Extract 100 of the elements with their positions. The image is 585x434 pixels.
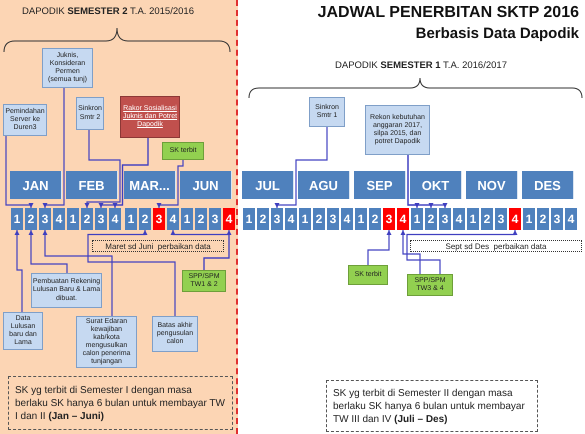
week-cell	[209, 208, 221, 230]
month-band	[10, 171, 62, 199]
week-number: 1	[70, 212, 76, 226]
connector-arrow	[28, 230, 68, 273]
week-cell	[243, 208, 255, 230]
callout-box	[407, 274, 453, 296]
month-name: FEB	[78, 178, 104, 192]
connector-arrow	[156, 160, 184, 208]
callout-box	[162, 142, 204, 160]
week-number: 4	[568, 212, 574, 226]
month-name: MAR...	[129, 178, 170, 192]
month-name: NOV	[477, 178, 506, 192]
week-cell	[139, 208, 151, 230]
week-number: 4	[170, 212, 176, 226]
week-cell	[383, 208, 395, 230]
week-cell	[551, 208, 563, 230]
note-box	[8, 376, 233, 430]
week-number: 3	[42, 212, 48, 226]
week-cell	[397, 208, 409, 230]
week-cell	[81, 208, 93, 230]
week-number: 1	[128, 212, 134, 226]
month-band	[124, 171, 176, 199]
week-number: 3	[442, 212, 448, 226]
connector-arrow	[400, 230, 421, 274]
callout-box	[31, 273, 102, 308]
week-number: 4	[512, 212, 518, 226]
week-cell	[167, 208, 179, 230]
week-cell	[153, 208, 165, 230]
connector-arrow	[5, 136, 34, 208]
week-cell	[425, 208, 437, 230]
week-number: 2	[142, 212, 148, 226]
callout-box	[76, 97, 104, 130]
week-cell	[95, 208, 107, 230]
week-cell	[11, 208, 23, 230]
connector-arrow	[42, 88, 65, 208]
week-number: 2	[28, 212, 34, 226]
callout-box	[120, 96, 180, 138]
week-number: 3	[554, 212, 560, 226]
week-number: 4	[456, 212, 462, 226]
week-number: 1	[414, 212, 420, 226]
week-cell	[109, 208, 121, 230]
month-name: AGU	[309, 178, 338, 192]
week-number: 3	[212, 212, 218, 226]
month-band	[466, 171, 518, 199]
week-number: 2	[428, 212, 434, 226]
week-number: 2	[198, 212, 204, 226]
week-cell	[523, 208, 535, 230]
week-cell	[285, 208, 297, 230]
month-name: JUL	[255, 178, 280, 192]
month-name: DES	[534, 178, 561, 192]
week-number: 4	[400, 212, 406, 226]
month-band	[354, 171, 406, 199]
week-cell	[327, 208, 339, 230]
week-number: 3	[274, 212, 280, 226]
week-number: 2	[84, 212, 90, 226]
week-cell	[411, 208, 423, 230]
callout-box	[152, 316, 198, 352]
week-cell	[341, 208, 353, 230]
callout-box	[365, 105, 430, 155]
week-number: 1	[184, 212, 190, 226]
connector-arrow	[42, 230, 113, 316]
month-band	[298, 171, 350, 199]
note-text: SK yg terbit di Semester II dengan masa berlaku SK hanya 6 bulan untuk membayar TW III dan IV (Juli – Des)	[333, 386, 526, 426]
title: JADWAL PENERBITAN SKTP 2016	[318, 4, 579, 22]
month-band	[66, 171, 118, 199]
week-cell	[467, 208, 479, 230]
week-cell	[313, 208, 325, 230]
week-cell	[39, 208, 51, 230]
week-cell	[195, 208, 207, 230]
month-name: JUN	[192, 178, 218, 192]
week-cell	[453, 208, 465, 230]
week-number: 1	[14, 212, 20, 226]
month-name: SEP	[366, 178, 392, 192]
period-box	[410, 240, 582, 252]
period-text: Sept sd Des perbaikan data	[446, 242, 546, 250]
connector-arrow	[112, 138, 149, 208]
week-number: 2	[372, 212, 378, 226]
week-cell	[125, 208, 137, 230]
week-number: 1	[302, 212, 308, 226]
week-cell	[67, 208, 79, 230]
connector-arrow	[87, 230, 176, 316]
week-number: 1	[358, 212, 364, 226]
week-cell	[257, 208, 269, 230]
month-band	[180, 171, 232, 199]
week-cell	[495, 208, 507, 230]
month-name: OKT	[422, 178, 450, 192]
week-number: 3	[498, 212, 504, 226]
note-text: SK yg terbit di Semester I dengan masa berlaku SK hanya 6 bulan untuk membayar TW I dan II (Jan – Juni)	[15, 384, 226, 422]
week-cell	[565, 208, 577, 230]
week-cell	[355, 208, 367, 230]
week-cell	[537, 208, 549, 230]
week-cell	[509, 208, 521, 230]
week-number: 2	[484, 212, 490, 226]
connector-arrow	[203, 230, 232, 270]
week-cell	[25, 208, 37, 230]
week-number: 3	[156, 212, 162, 226]
period-box	[92, 240, 224, 252]
week-number: 4	[226, 212, 232, 226]
week-number: 1	[470, 212, 476, 226]
connector-arrow	[14, 230, 23, 312]
